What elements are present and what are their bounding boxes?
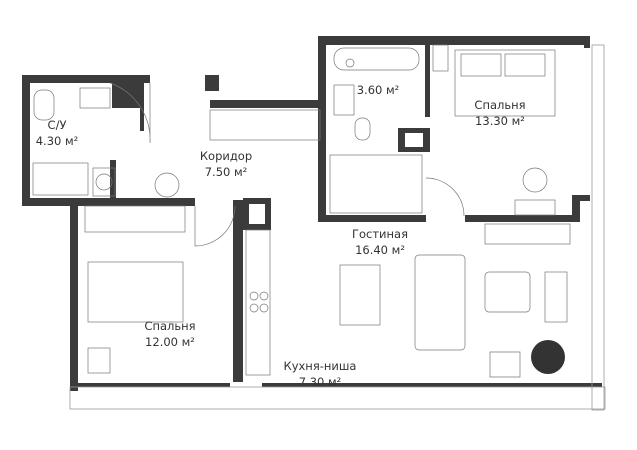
room-name: Спальня [144,319,196,333]
room-name: С/У [47,118,67,132]
room-label-corridor: Коридор 7.50 м² [200,148,252,180]
room-label-kitchen: Кухня-ниша 7.30 м² [284,358,357,390]
room-area: 7.30 м² [298,375,342,389]
room-area: 7.50 м² [204,165,248,179]
room-area: 16.40 м² [355,243,405,257]
room-area: 3.60 м² [356,83,400,97]
room-label-living: Гостиная 16.40 м² [352,226,408,258]
room-name: Коридор [199,149,253,163]
room-label-bedroom-2: Спальня 12.00 м² [144,318,195,350]
room-area: 12.00 м² [145,335,195,349]
walls [22,36,606,411]
dark-round-table [531,340,565,374]
room-label-bathroom: С/У 4.30 м² [36,117,79,149]
room-name: Спальня [474,98,526,112]
room-area: 13.30 м² [475,114,525,128]
room-name: Гостиная [351,227,409,241]
room-area: 4.30 м² [35,134,79,148]
room-label-bath: 3.60 м² [357,82,400,98]
room-name: Кухня-ниша [283,359,357,373]
furniture [32,44,571,378]
room-label-bedroom-1: Спальня 13.30 м² [474,97,525,129]
